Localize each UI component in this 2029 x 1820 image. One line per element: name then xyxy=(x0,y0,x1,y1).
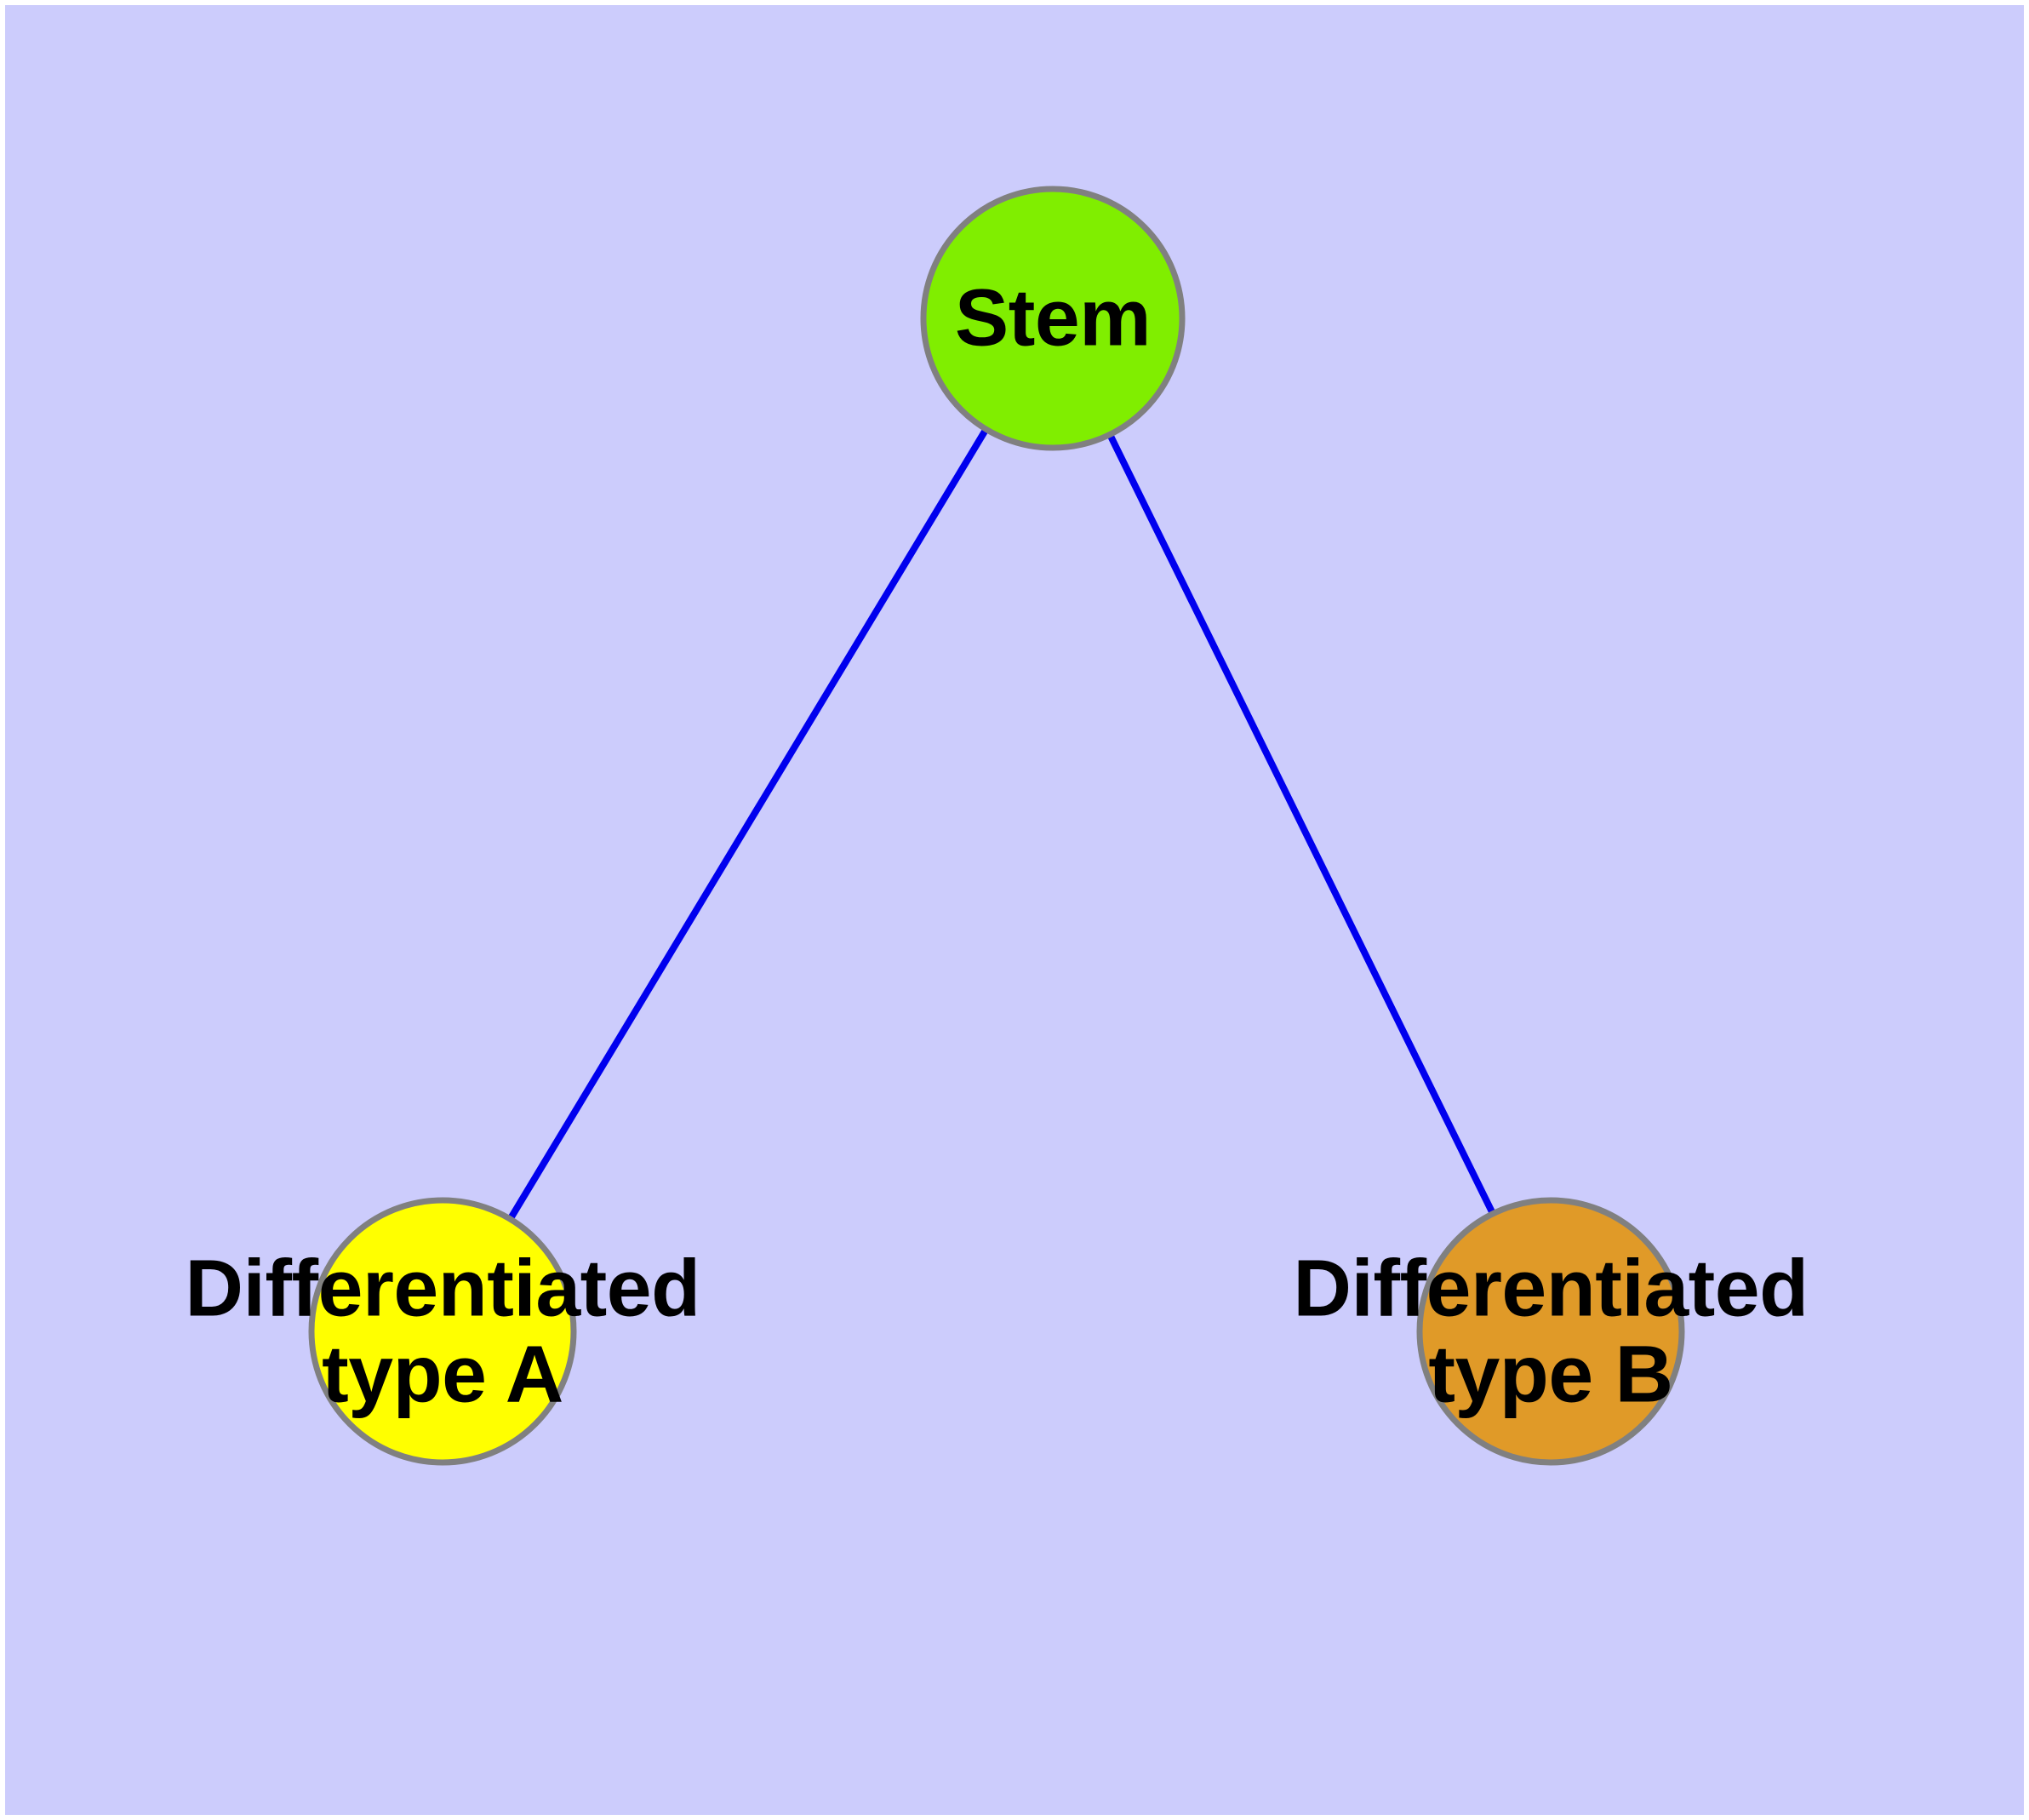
node-differentiated-type-a[interactable] xyxy=(308,1197,577,1466)
edge-stem-to-diff-b xyxy=(1106,431,1497,1217)
node-differentiated-type-b[interactable] xyxy=(1416,1197,1685,1466)
node-stem[interactable] xyxy=(920,186,1186,451)
edge-stem-to-diff-a xyxy=(506,426,990,1223)
node-layer xyxy=(308,186,1685,1466)
edge-layer xyxy=(506,426,1497,1223)
